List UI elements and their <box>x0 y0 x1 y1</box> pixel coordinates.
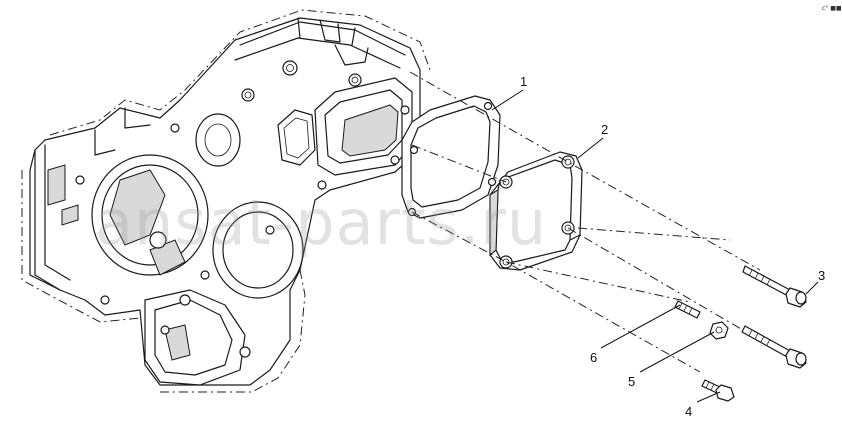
stud-part-6 <box>674 300 701 319</box>
long-bolt-lower <box>741 325 807 369</box>
watermark-text: ansat-parts.ru <box>95 186 547 259</box>
callout-6: 6 <box>590 350 597 365</box>
callout-1: 1 <box>520 74 527 89</box>
corner-mark: c° ■■ <box>822 5 842 12</box>
timing-case-housing <box>21 9 431 393</box>
callout-3: 3 <box>818 268 825 283</box>
cover-plate-part-2 <box>489 151 583 271</box>
assembly-axis-lines <box>409 71 761 373</box>
long-bolt-part-3 <box>742 265 807 308</box>
callout-2: 2 <box>601 122 608 137</box>
gasket-part-1 <box>401 95 501 219</box>
short-bolt-part-4 <box>701 379 735 402</box>
cover-bolt-holes <box>499 155 575 269</box>
callout-5: 5 <box>628 374 635 389</box>
leader-lines <box>491 89 819 403</box>
callout-4: 4 <box>685 404 692 419</box>
nut-part-5 <box>709 321 729 340</box>
